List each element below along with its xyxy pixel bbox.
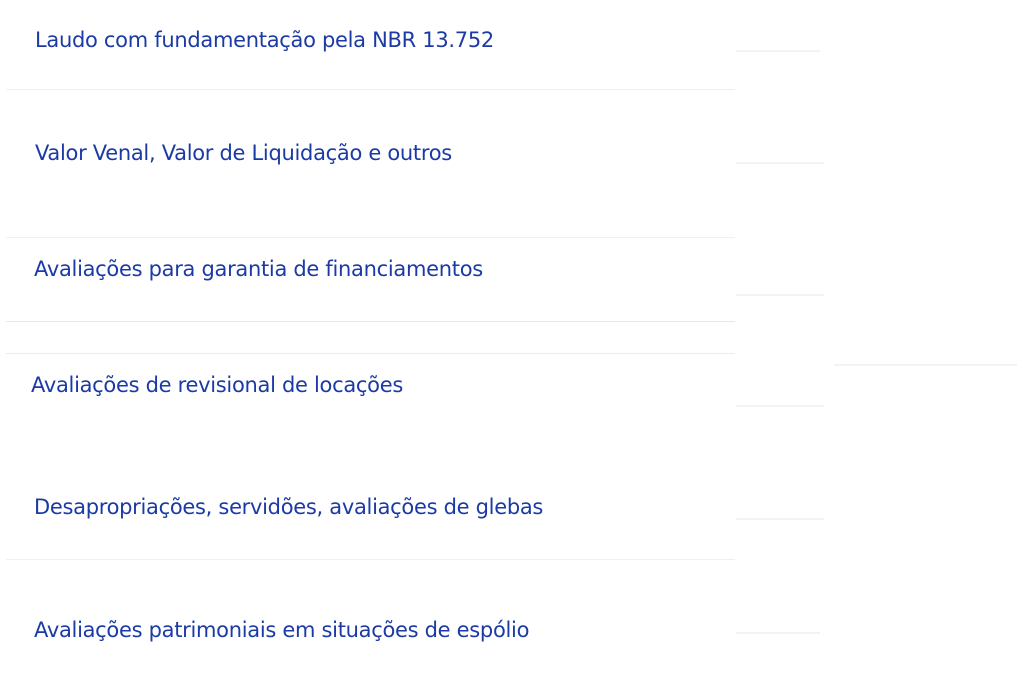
list-item-label: Valor Venal, Valor de Liquidação e outro… <box>35 141 452 165</box>
divider <box>6 559 735 560</box>
list-item-label: Avaliações para garantia de financiament… <box>34 257 483 281</box>
list-item[interactable]: Desapropriações, servidões, avaliações d… <box>0 495 735 525</box>
divider <box>6 237 735 238</box>
list-item[interactable]: Valor Venal, Valor de Liquidação e outro… <box>0 141 735 171</box>
divider <box>6 89 735 90</box>
divider <box>6 353 735 354</box>
list-item-label: Avaliações patrimoniais em situações de … <box>34 618 530 642</box>
list-item[interactable]: Avaliações patrimoniais em situações de … <box>0 618 735 648</box>
list-item[interactable]: Avaliações para garantia de financiament… <box>0 257 735 287</box>
list-item-label: Avaliações de revisional de locações <box>31 373 403 397</box>
divider <box>6 321 735 322</box>
list-item-label: Desapropriações, servidões, avaliações d… <box>34 495 544 519</box>
list-item[interactable]: Avaliações de revisional de locações <box>0 373 735 403</box>
list-item[interactable]: Laudo com fundamentação pela NBR 13.752 <box>0 28 735 58</box>
list-item-label: Laudo com fundamentação pela NBR 13.752 <box>35 28 494 52</box>
